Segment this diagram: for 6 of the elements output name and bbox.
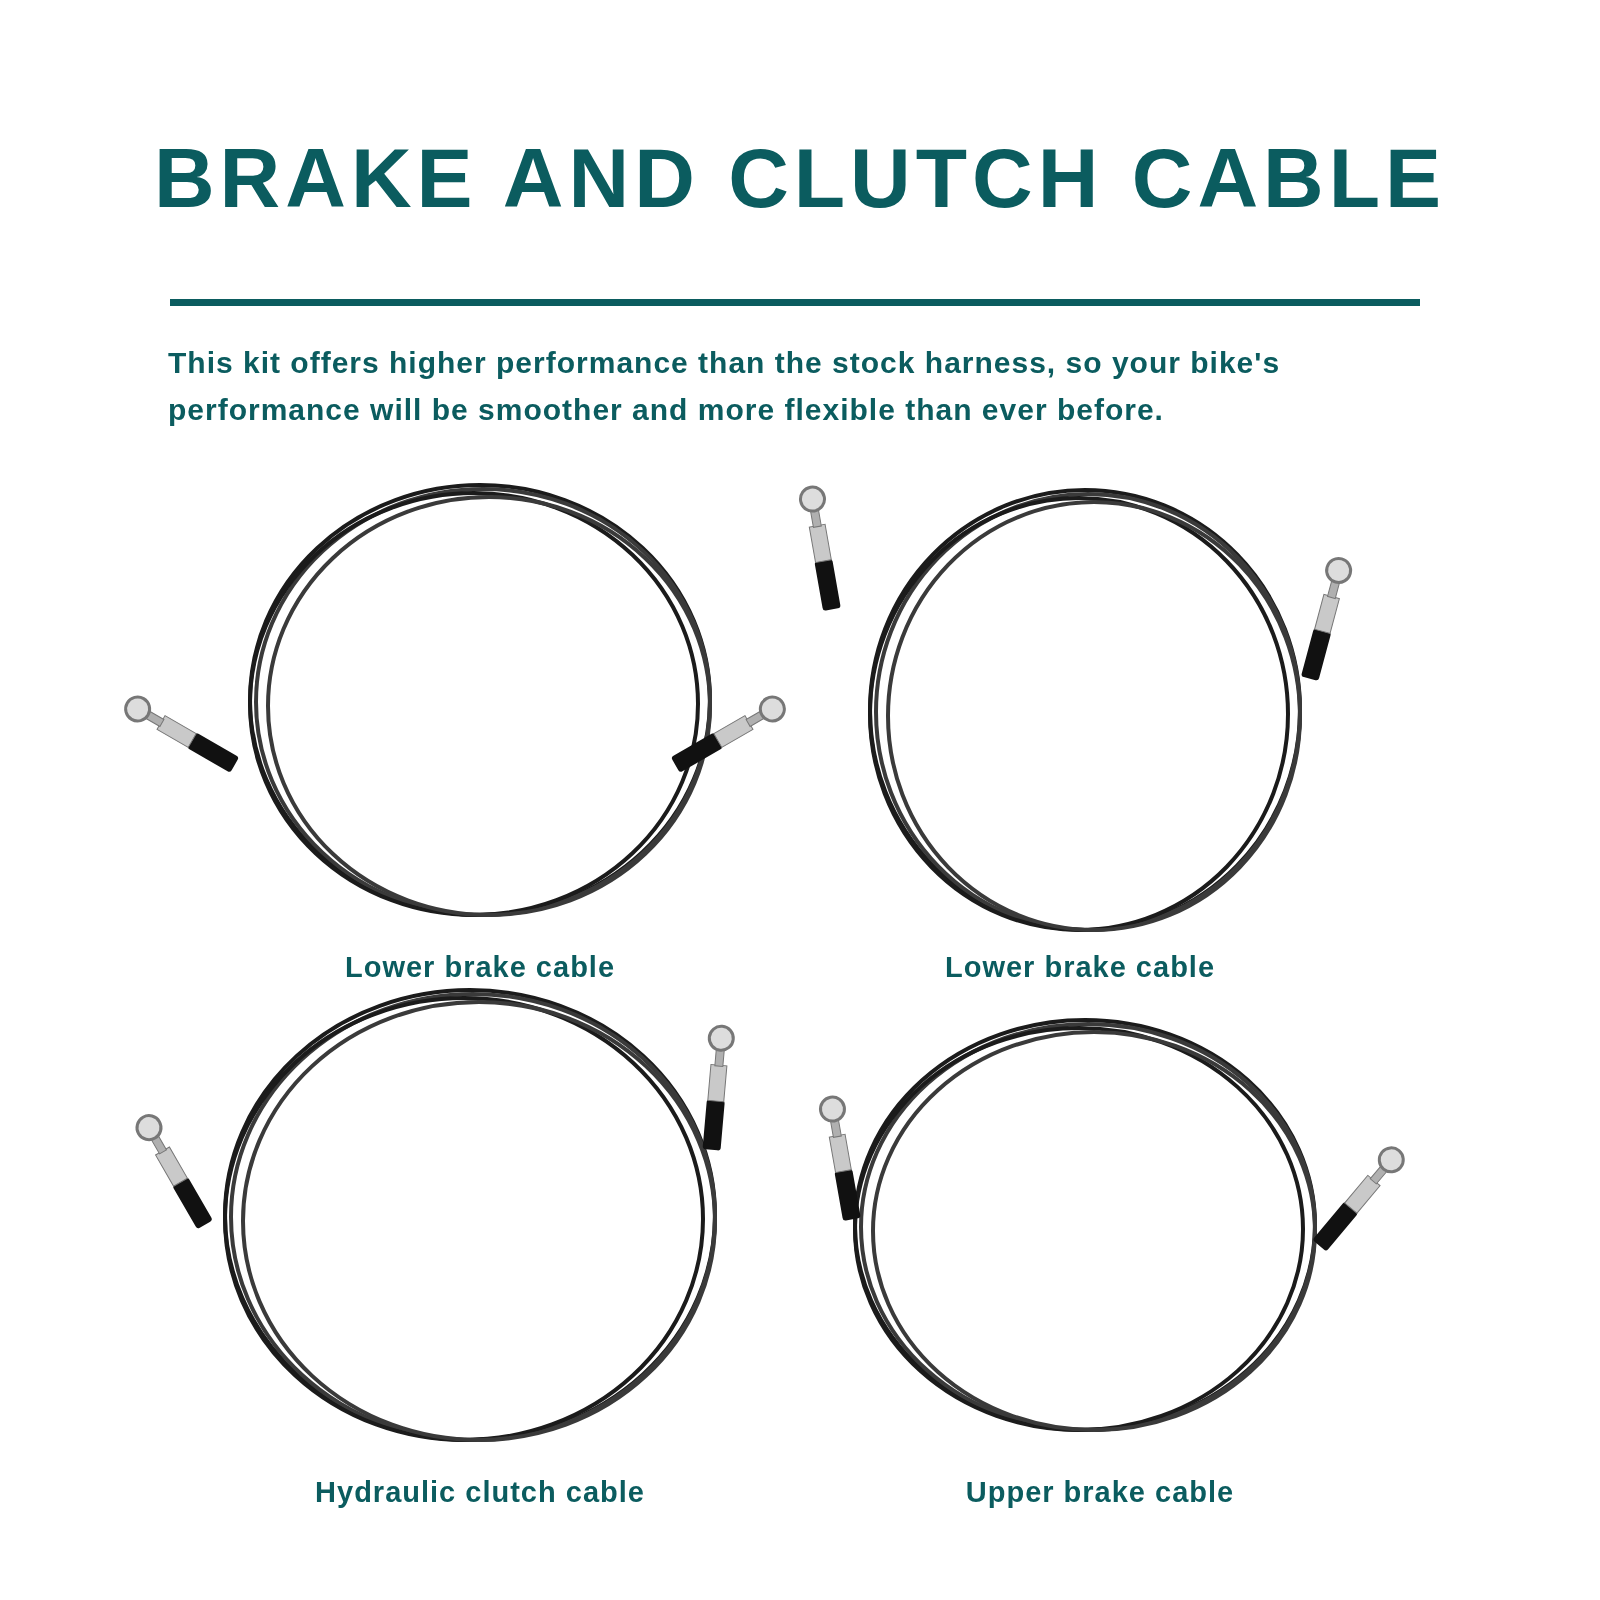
caption: Upper brake cable xyxy=(964,1475,1236,1510)
title: BRAKE AND CLUTCH CABLE xyxy=(152,130,1448,227)
caption: Lower brake cable xyxy=(943,950,1217,985)
caption: Lower brake cable xyxy=(343,950,617,985)
intro-paragraph: This kit offers higher performance than the stock harness, so your bike's performance will be smoother and more flexible than ever before. xyxy=(168,345,1282,428)
caption: Hydraulic clutch cable xyxy=(314,1475,646,1510)
